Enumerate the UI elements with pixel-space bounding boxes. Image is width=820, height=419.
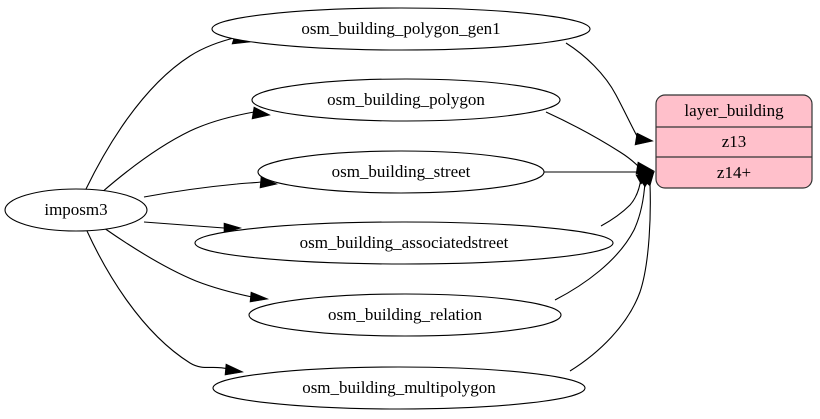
- node-shape-ellipse: [194, 221, 614, 265]
- edge-path: [143, 181, 262, 198]
- record-row-title: layer_building: [684, 101, 784, 120]
- edge-path: [569, 183, 651, 372]
- node-shape-ellipse: [251, 78, 561, 122]
- edge-path: [103, 227, 253, 298]
- node-label: osm_building_street: [332, 162, 471, 181]
- edge-path: [600, 177, 642, 227]
- edge-path: [554, 181, 646, 301]
- node-imposm3[interactable]: imposm3: [4, 188, 148, 232]
- edge-imposm3-to-osm_building_polygon_gen1: [85, 31, 251, 190]
- arrow-head-icon: [642, 171, 655, 187]
- edge-group-tables-to-layer: [544, 42, 656, 372]
- node-osm_building_polygon[interactable]: osm_building_polygon: [251, 78, 561, 122]
- node-shape-ellipse: [248, 293, 562, 337]
- edge-path: [100, 111, 255, 194]
- node-shape-ellipse: [257, 150, 545, 194]
- record-row-z13: z13: [722, 132, 747, 151]
- node-layer_building-record[interactable]: layer_building z13 z14+: [655, 94, 813, 189]
- node-shape-ellipse: [211, 7, 591, 51]
- edge-path: [545, 111, 640, 168]
- node-osm_building_street[interactable]: osm_building_street: [257, 150, 545, 194]
- node-label: osm_building_associatedstreet: [300, 233, 509, 252]
- node-osm_building_multipolygon[interactable]: osm_building_multipolygon: [212, 366, 586, 410]
- node-label: imposm3: [44, 200, 107, 219]
- node-label: osm_building_relation: [328, 305, 482, 324]
- edge-imposm3-to-osm_building_polygon: [100, 106, 271, 194]
- edge-group-source-to-tables: [85, 31, 278, 376]
- arrow-head-icon: [224, 363, 244, 376]
- node-label: osm_building_polygon: [327, 90, 485, 109]
- edge-imposm3-to-osm_building_multipolygon: [86, 230, 244, 376]
- arrow-head-icon: [251, 106, 271, 120]
- edge-path: [143, 221, 225, 229]
- record-background: [655, 94, 813, 189]
- node-shape-ellipse: [4, 188, 148, 232]
- arrow-head-icon: [634, 132, 654, 146]
- record-row-z14plus: z14+: [717, 163, 751, 182]
- node-osm_building_relation[interactable]: osm_building_relation: [248, 293, 562, 337]
- edge-osm_building_multipolygon-to-layer_building: [569, 171, 655, 372]
- node-osm_building_associatedstreet[interactable]: osm_building_associatedstreet: [194, 221, 614, 265]
- arrow-head-icon: [249, 291, 270, 303]
- edge-osm_building_polygon_gen1-to-layer_building: [565, 42, 654, 146]
- node-osm_building_polygon_gen1[interactable]: osm_building_polygon_gen1: [211, 7, 591, 51]
- edge-path: [86, 230, 229, 370]
- edge-imposm3-to-osm_building_relation: [103, 227, 270, 303]
- node-shape-ellipse: [212, 366, 586, 410]
- edge-imposm3-to-osm_building_street: [143, 176, 278, 198]
- edge-path: [565, 42, 639, 139]
- edge-path: [85, 36, 239, 190]
- node-label: osm_building_multipolygon: [302, 378, 496, 397]
- node-label: osm_building_polygon_gen1: [301, 19, 500, 38]
